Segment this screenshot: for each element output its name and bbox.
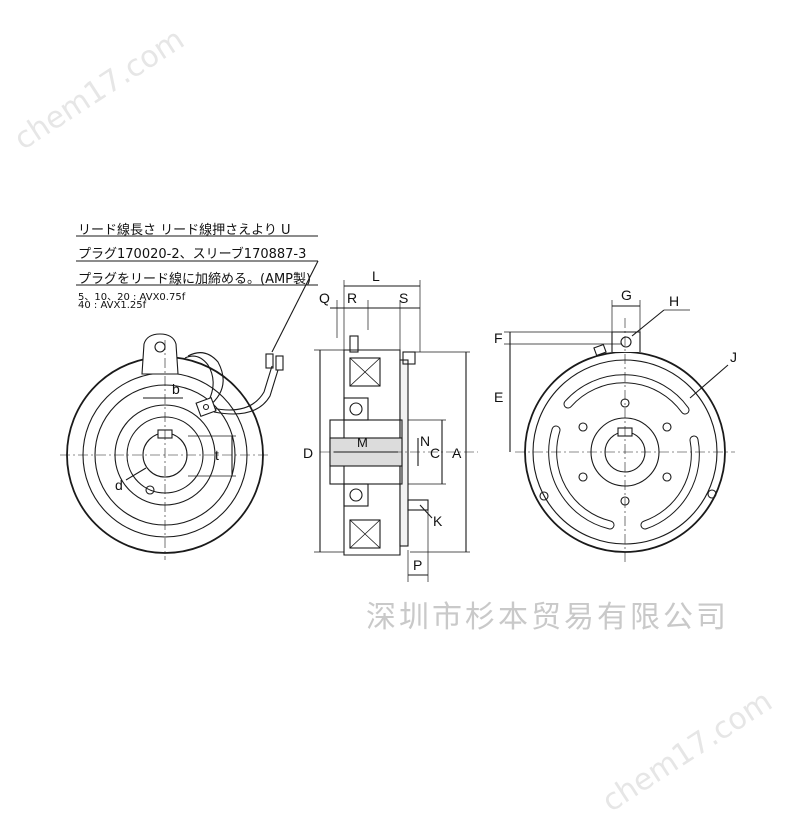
left-view — [60, 333, 284, 560]
coil-top — [349, 357, 381, 387]
drawing-stage: chem17.com chem17.com リード線長さ リード線押さえより U… — [8, 22, 779, 819]
bolt-hole-6 — [578, 422, 588, 432]
bearing-top — [343, 397, 369, 421]
section-lug — [349, 335, 359, 353]
right-wire-exit — [593, 343, 607, 357]
left-screw — [145, 485, 155, 495]
dim-K-leader — [419, 504, 433, 519]
bolt-hole-5 — [578, 472, 588, 482]
note-plug-sleeve: プラグ170020-2、スリーブ170887-3 — [78, 247, 307, 262]
note-wire-spec-1: 5、10、20 : AVX0.75f — [78, 292, 186, 303]
left-bracket — [141, 333, 179, 375]
section-bolt-top — [402, 351, 416, 365]
bolt-hole-2 — [662, 422, 672, 432]
wire-clamp — [195, 396, 217, 418]
lead-wire-3 — [211, 365, 273, 411]
lead-wire-2 — [187, 352, 224, 408]
right-lug — [611, 331, 641, 352]
dim-d-leader — [125, 467, 147, 481]
right-view — [504, 300, 735, 565]
note-leaders — [76, 235, 319, 353]
bearing-bottom — [343, 483, 369, 507]
company-name: 深圳市杉本贸易有限公司 — [366, 600, 729, 635]
plug-1 — [265, 353, 274, 369]
dim-J-leader — [689, 364, 729, 399]
right-lug-hole — [620, 336, 632, 348]
bolt-hole-3 — [662, 472, 672, 482]
lead-wire-4 — [213, 369, 279, 415]
rim-screw-right — [707, 489, 717, 499]
technical-drawing — [60, 235, 735, 582]
plug-2 — [275, 355, 284, 371]
rim-screw-left — [539, 491, 549, 501]
section-view — [314, 280, 478, 582]
note-lead-wire-length: リード線長さ リード線押さえより U — [78, 223, 291, 238]
coil-bottom — [349, 519, 381, 549]
wire-clamp-screw — [202, 403, 210, 411]
note-crimp: プラグをリード線に加締める。(AMP製) — [78, 272, 312, 287]
note-wire-spec-2: 40 : AVX1.25f — [78, 300, 147, 311]
section-pin — [407, 499, 429, 511]
lead-wire-1 — [184, 355, 214, 410]
dim-H-leader — [631, 309, 665, 337]
